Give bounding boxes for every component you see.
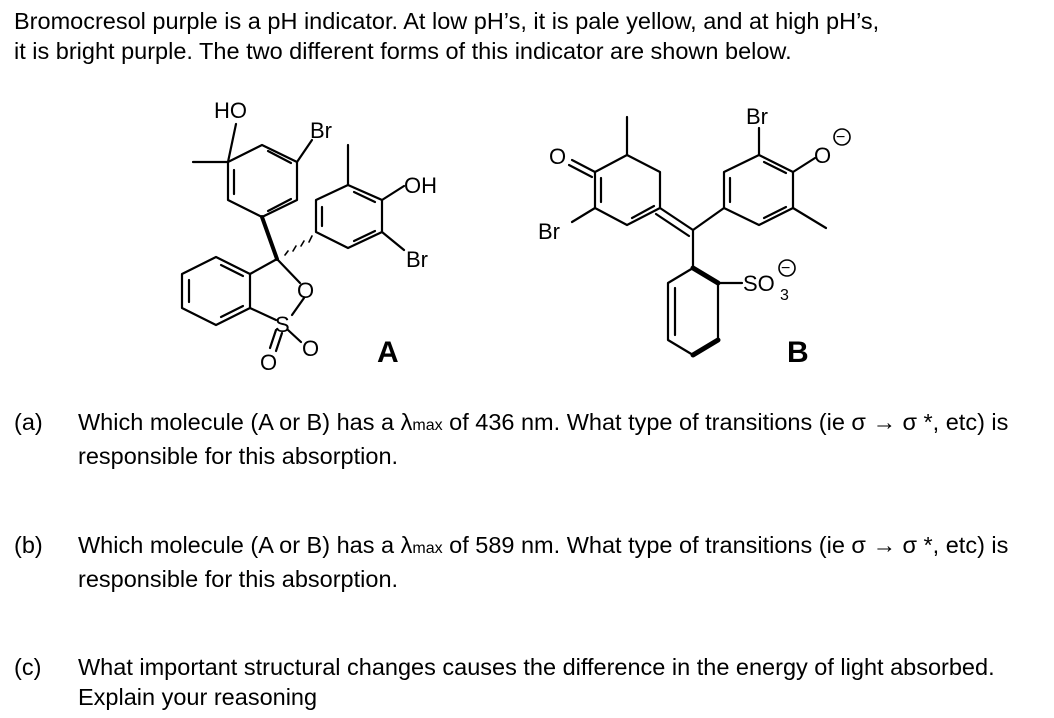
charge-minus-o: − (836, 129, 845, 146)
question-a-text-part2: of 436 nm. What type of transitions (ie … (78, 409, 1009, 469)
atom-so3-subscript: 3 (780, 287, 789, 304)
question-b-text-part2: of 589 nm. What type of transitions (ie … (78, 532, 1009, 592)
lambda-subscript: max (412, 540, 443, 557)
atom-oh: OH (404, 173, 437, 198)
question-b-text-part1: Which molecule (A or B) has a (78, 532, 401, 558)
negative-charge-circle-o (833, 128, 851, 146)
intro-line-1: Bromocresol purple is a pH indicator. At… (14, 8, 880, 34)
atom-o-s1: O (302, 336, 319, 361)
structure-a-label: A (377, 336, 399, 369)
question-a: (a) Which molecule (A or B) has a λmax o… (14, 407, 1044, 471)
question-a-text: Which molecule (A or B) has a λmax of 43… (78, 407, 1044, 471)
negative-charge-circle-so3 (778, 259, 796, 277)
atom-o-minus: O (814, 143, 831, 168)
question-c-text: What important structural changes causes… (78, 654, 995, 710)
atom-o-ring: O (297, 278, 314, 303)
lambda-symbol: λ (400, 409, 413, 435)
atom-so3: SO (743, 271, 775, 296)
structure-b-drawing (567, 115, 828, 358)
atom-br-b-top: Br (746, 104, 768, 129)
question-c-tag: (c) (14, 654, 42, 680)
atom-o-s2: O (260, 350, 277, 375)
structure-b-label: B (787, 336, 809, 369)
atom-br-a2: Br (406, 247, 428, 272)
question-a-tag: (a) (14, 409, 43, 435)
question-b-text: Which molecule (A or B) has a λmax of 58… (78, 530, 1044, 594)
structure-a-drawing (180, 122, 406, 353)
atom-br-b-left: Br (538, 219, 560, 244)
question-c: (c) What important structural changes ca… (14, 652, 1044, 712)
charge-minus-so3: − (781, 260, 790, 277)
intro-line-2: it is bright purple. The two different f… (14, 38, 792, 64)
question-a-text-part1: Which molecule (A or B) has a (78, 409, 401, 435)
intro-text: Bromocresol purple is a pH indicator. At… (14, 6, 1044, 66)
atom-s: S (275, 312, 290, 337)
atom-br-a1: Br (310, 118, 332, 143)
atom-o-keto: O (549, 144, 566, 169)
lambda-subscript: max (412, 417, 443, 434)
question-b-tag: (b) (14, 532, 43, 558)
lambda-symbol: λ (400, 532, 413, 558)
question-b: (b) Which molecule (A or B) has a λmax o… (14, 530, 1044, 594)
atom-ho: HO (214, 98, 247, 123)
